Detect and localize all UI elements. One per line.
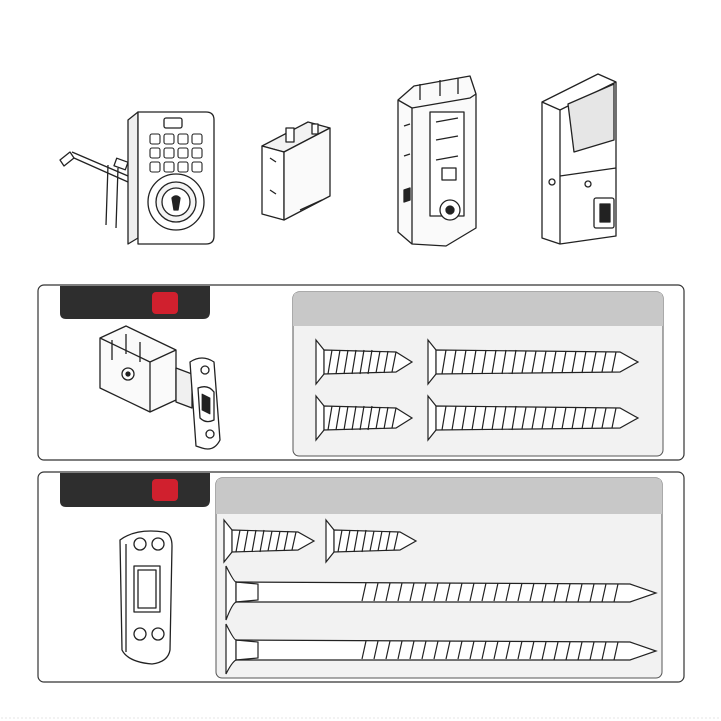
strike-plate-drawing <box>120 531 172 664</box>
interior-assembly <box>542 74 616 244</box>
panel-latch-kit-badge <box>152 292 178 314</box>
panel-strike-kit-badge <box>152 479 178 501</box>
panel-strike-kit <box>38 472 684 682</box>
panel-latch-kit <box>38 285 684 460</box>
panel-strike-kit-tab <box>60 473 210 507</box>
panel-latch-kit-tab <box>60 286 210 319</box>
panel-strike-kit-header <box>216 478 662 514</box>
battery-pack <box>262 122 330 220</box>
exterior-keypad-assembly <box>60 112 214 244</box>
interior-mounting-plate <box>398 76 476 246</box>
page-bottom-rule <box>0 715 721 719</box>
panel-latch-kit-header <box>293 292 663 326</box>
